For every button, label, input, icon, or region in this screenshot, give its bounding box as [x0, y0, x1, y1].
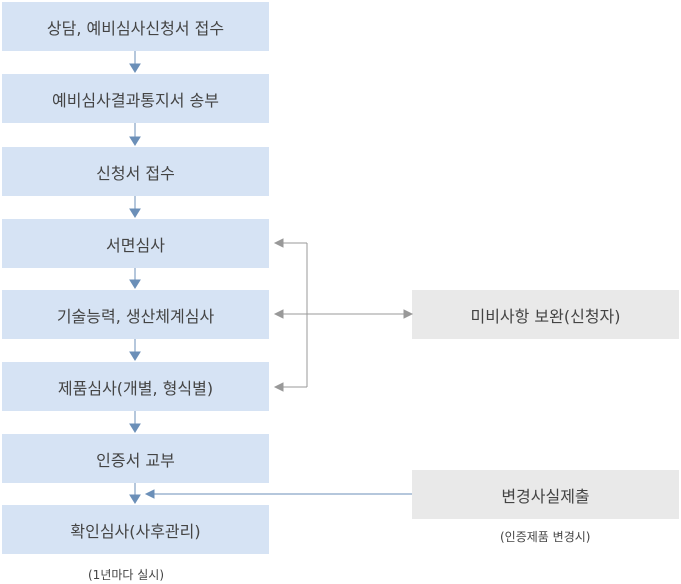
- supplement-arrowhead-left: [273, 309, 284, 319]
- step-certificate-issue: 인증서 교부: [2, 434, 269, 483]
- change-submit-arrowhead: [144, 489, 155, 499]
- supplement-arrowhead-right: [403, 309, 414, 319]
- step-capability-review: 기술능력, 생산체계심사: [2, 290, 269, 339]
- arrowhead-1-2: [129, 63, 141, 73]
- feedback-arrowhead-document: [273, 238, 284, 248]
- step-follow-up-review: 확인심사(사후관리): [2, 505, 269, 554]
- arrowhead-6-7: [129, 423, 141, 433]
- feedback-arrowhead-product: [273, 382, 284, 392]
- arrowhead-3-4: [129, 208, 141, 218]
- arrowhead-2-3: [129, 136, 141, 146]
- arrowhead-5-6: [129, 351, 141, 361]
- step-consultation: 상담, 예비심사신청서 접수: [2, 2, 269, 51]
- arrowhead-4-5: [129, 279, 141, 289]
- step-document-review: 서면심사: [2, 219, 269, 268]
- change-note: (인증제품 변경시): [500, 530, 591, 544]
- supplement-box: 미비사항 보완(신청자): [412, 290, 679, 339]
- follow-up-note: (1년마다 실시): [88, 568, 165, 582]
- step-application-receipt: 신청서 접수: [2, 147, 269, 196]
- change-submit-box: 변경사실제출: [412, 470, 679, 519]
- step-preliminary-result: 예비심사결과통지서 송부: [2, 74, 269, 123]
- step-product-review: 제품심사(개별, 형식별): [2, 362, 269, 411]
- arrowhead-7-8: [129, 494, 141, 504]
